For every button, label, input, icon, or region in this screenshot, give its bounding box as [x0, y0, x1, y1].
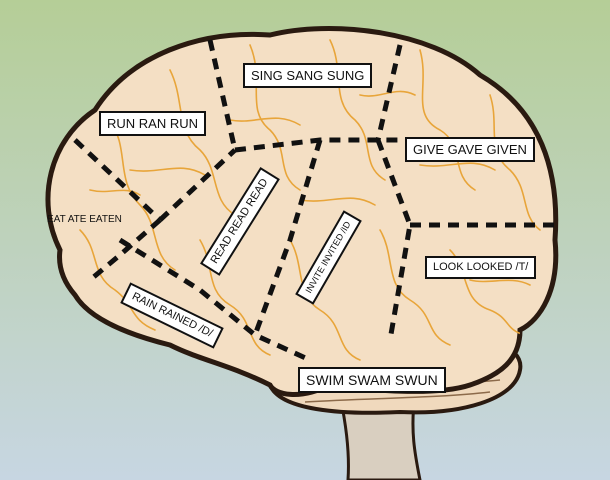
label-sing: SING SANG SUNG — [243, 63, 373, 88]
label-eat: EAT ATE EATEN — [47, 214, 122, 225]
label-give: GIVE GAVE GIVEN — [405, 137, 535, 162]
label-look: LOOK LOOKED /T/ — [425, 256, 537, 279]
brain-stem — [338, 393, 422, 480]
label-swim: SWIM SWAM SWUN — [298, 367, 446, 393]
region-boundaries — [73, 39, 555, 363]
brain-gyri — [79, 39, 541, 361]
label-run: RUN RAN RUN — [99, 111, 206, 136]
